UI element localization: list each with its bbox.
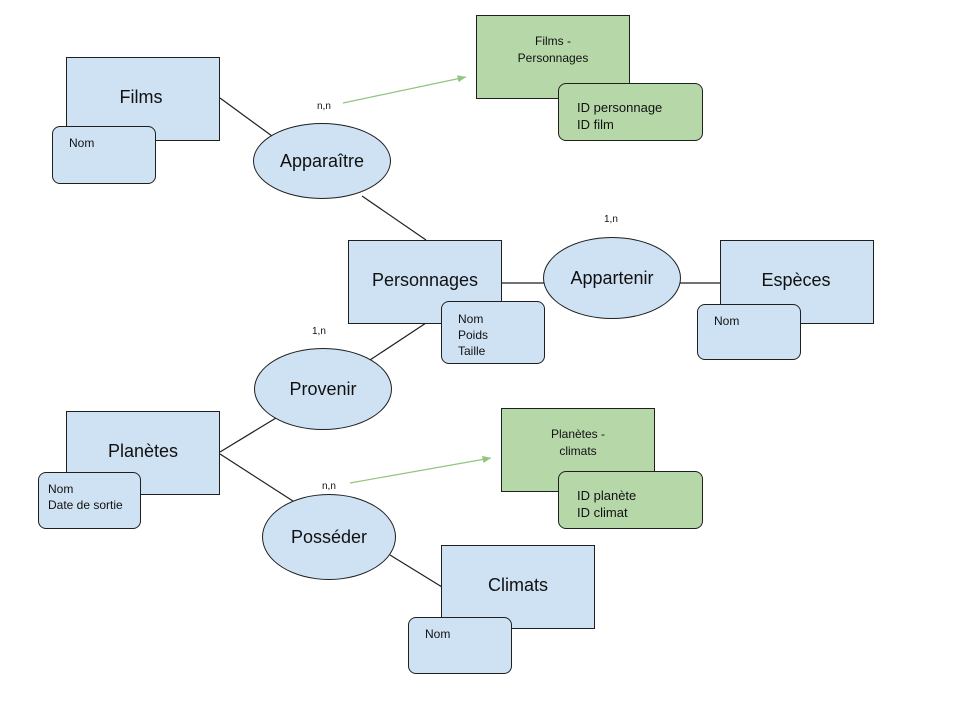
field-id-planete: ID planète bbox=[577, 488, 637, 503]
table-planetes-climats-title-1: Planètes - bbox=[550, 427, 606, 441]
cardinality-apparaitre: n,n bbox=[317, 101, 331, 112]
attribute-planetes-nom: Nom bbox=[48, 482, 74, 496]
attribute-films-nom: Nom bbox=[69, 136, 95, 150]
entity-climats: Climats bbox=[441, 545, 595, 629]
attribute-personnages-taille: Taille bbox=[458, 344, 486, 358]
arrow-apparaitre-to-table bbox=[342, 75, 467, 104]
association-appartenir-name: Appartenir bbox=[570, 267, 654, 288]
arrow-posseder-to-table bbox=[349, 455, 492, 484]
attribute-especes-nom: Nom bbox=[714, 314, 740, 328]
table-films-personnages-title-1: Films - bbox=[535, 34, 571, 48]
association-posseder-name: Posséder bbox=[290, 526, 368, 547]
cardinality-posseder: n,n bbox=[322, 481, 336, 492]
entity-planetes-attributes: Nom Date de sortie bbox=[38, 472, 141, 529]
association-apparaitre-name: Apparaître bbox=[279, 150, 365, 171]
entity-climats-attributes: Nom bbox=[408, 617, 512, 674]
link-planetes-posseder bbox=[219, 453, 297, 504]
attribute-personnages-poids: Poids bbox=[458, 328, 489, 342]
entity-personnages-attributes: Nom Poids Taille bbox=[441, 301, 545, 364]
link-provenir-planetes bbox=[219, 417, 277, 453]
table-planetes-climats-title-2: climats bbox=[559, 444, 597, 458]
entity-climats-name: Climats bbox=[487, 574, 548, 595]
association-provenir: Provenir bbox=[254, 348, 392, 430]
attribute-planetes-date-de-sortie: Date de sortie bbox=[48, 498, 123, 512]
table-films-personnages-title-2: Personnages bbox=[517, 51, 589, 65]
entity-personnages-name: Personnages bbox=[371, 269, 479, 290]
attribute-personnages-nom: Nom bbox=[458, 312, 484, 326]
entity-especes-name: Espèces bbox=[761, 269, 831, 290]
field-id-personnage: ID personnage bbox=[577, 100, 663, 115]
association-appartenir: Appartenir bbox=[543, 237, 681, 319]
association-provenir-name: Provenir bbox=[289, 378, 357, 399]
cardinality-provenir: 1,n bbox=[312, 326, 326, 337]
cardinality-appartenir: 1,n bbox=[604, 214, 618, 225]
association-posseder: Posséder bbox=[262, 494, 396, 580]
table-films-personnages-fields: ID personnage ID film bbox=[558, 83, 703, 141]
attribute-climats-nom: Nom bbox=[425, 627, 451, 641]
entity-planetes-name: Planètes bbox=[107, 440, 179, 461]
link-films-apparaitre bbox=[219, 97, 273, 137]
table-planetes-climats-fields: ID planète ID climat bbox=[558, 471, 703, 529]
link-personnages-provenir bbox=[369, 322, 427, 361]
entity-films-name: Films bbox=[119, 86, 163, 107]
field-id-film: ID film bbox=[577, 117, 614, 132]
entity-especes-attributes: Nom bbox=[697, 304, 801, 360]
association-apparaitre: Apparaître bbox=[253, 123, 391, 199]
link-apparaitre-personnages bbox=[361, 195, 427, 241]
field-id-climat: ID climat bbox=[577, 505, 628, 520]
link-posseder-climats bbox=[389, 554, 443, 588]
entity-films-attributes: Nom bbox=[52, 126, 156, 184]
